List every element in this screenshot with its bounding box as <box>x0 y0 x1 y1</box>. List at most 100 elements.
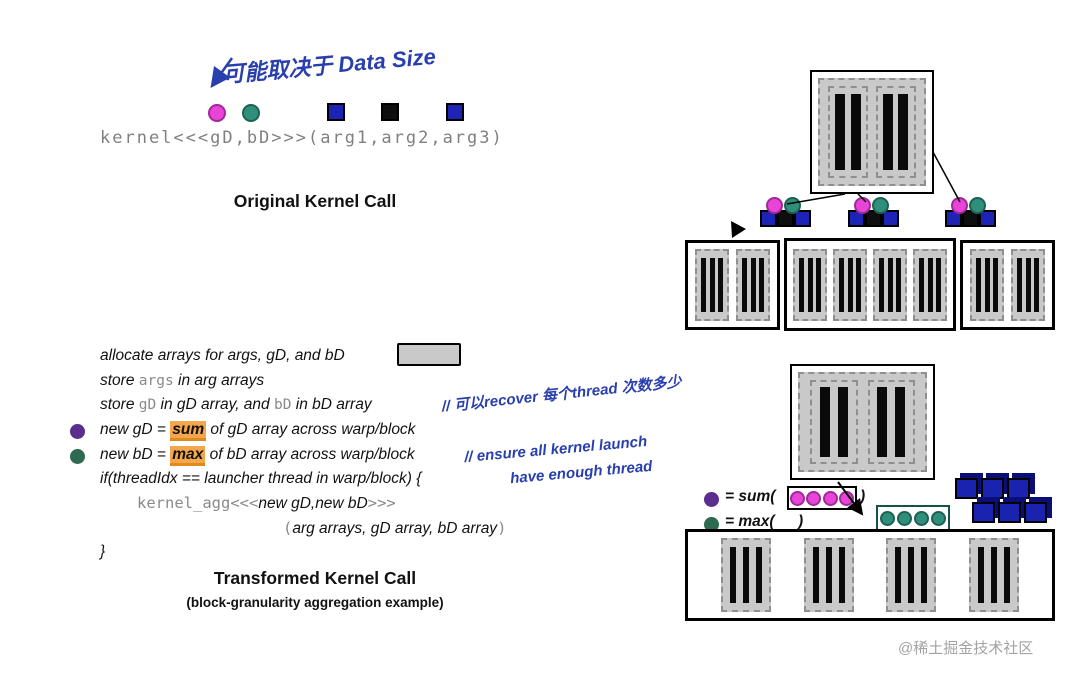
pseudo-line-store-gd-bd: store gD in gD array, and bD in bD array <box>100 396 372 414</box>
transformed-kernel-label: Transformed Kernel Call <box>213 568 417 588</box>
thread-bar <box>700 258 706 312</box>
aggregated-grid-box <box>685 529 1055 621</box>
child-grid-box-right <box>960 240 1055 330</box>
teal-dot <box>897 510 912 526</box>
launch-config-cluster-mid <box>846 197 902 231</box>
bd-square <box>882 210 899 227</box>
transformed-kernel-sublabel: (block-granularity aggregation example) <box>186 595 444 610</box>
bd-square <box>1007 478 1030 499</box>
thread-bar <box>936 257 942 312</box>
thread-bar <box>835 94 846 170</box>
thread-bar <box>750 258 756 312</box>
sum-highlight: sum <box>170 421 207 441</box>
block-unit <box>810 379 858 465</box>
teal-dot <box>931 510 946 526</box>
magenta-dot <box>806 490 822 506</box>
thread-bar <box>895 387 906 457</box>
thread-bar <box>798 257 804 312</box>
pseudo-line-new-bd: new bD = max of bD array across warp/blo… <box>100 446 415 466</box>
pseudo-text: in bD array <box>291 396 372 413</box>
pseudo-line-store-args: store args in arg arrays <box>100 372 264 390</box>
teal-dot <box>914 510 929 526</box>
gd-sum-group <box>787 486 857 510</box>
child-grid-box-left <box>685 240 780 330</box>
launch-config-cluster-right <box>943 197 999 231</box>
thread-bar <box>883 94 894 170</box>
code-token-args: args <box>138 373 174 389</box>
thread-bar <box>709 258 715 312</box>
block-unit <box>876 86 916 178</box>
magenta-dot <box>838 490 854 506</box>
paren-open: ( <box>283 519 293 537</box>
magenta-dot <box>790 490 806 506</box>
thread-bar <box>993 258 999 312</box>
block-unit <box>969 538 1020 612</box>
thread-bar <box>742 547 749 603</box>
code-token-kernel-agg: kernel_agg<<< <box>137 494 259 512</box>
pseudo-line-new-gd: new gD = sum of gD array across warp/blo… <box>100 421 415 441</box>
thread-bar <box>895 547 902 603</box>
max-highlight: max <box>170 446 206 466</box>
child-grid-box-mid <box>784 238 956 331</box>
thread-bar <box>856 257 862 312</box>
bd-square <box>998 502 1021 523</box>
thread-bar <box>927 257 933 312</box>
gd-dot-teal <box>872 197 889 214</box>
pseudo-text: of bD array across warp/block <box>205 446 415 463</box>
pseudo-text: new bD = <box>100 446 171 463</box>
pseudo-text: store <box>100 372 139 389</box>
thread-bar <box>887 257 893 312</box>
bd-square <box>979 210 996 227</box>
block-unit <box>913 248 947 321</box>
bd-square <box>955 478 978 499</box>
block-unit <box>970 249 1004 321</box>
thread-bar <box>975 258 981 312</box>
parent-grid-block-bottom <box>790 364 935 480</box>
thread-bar <box>729 547 736 603</box>
pseudo-text: in arg arrays <box>173 372 265 389</box>
pseudo-text: store <box>100 396 139 413</box>
thread-bar <box>755 547 762 603</box>
block-unit <box>793 248 827 321</box>
thread-bar <box>984 258 990 312</box>
purple-bullet-legend <box>704 492 719 507</box>
max-legend-close: ) <box>798 513 804 530</box>
thread-bar <box>819 387 830 457</box>
parent-grid-block-top <box>810 70 934 194</box>
handwritten-ensure-note-2: have enough thread <box>509 457 654 488</box>
block-unit <box>803 538 854 612</box>
thread-bar <box>1004 547 1011 603</box>
block-unit <box>833 248 867 321</box>
gd-dot-magenta <box>951 197 968 214</box>
thread-bar <box>847 257 853 312</box>
thread-bar <box>921 547 928 603</box>
gd-dot-teal <box>969 197 986 214</box>
connector-right <box>932 151 961 203</box>
handwritten-top-note: 可能取决于 Data Size <box>221 43 437 88</box>
max-legend-label: = max( <box>725 513 775 530</box>
block-unit <box>867 379 915 465</box>
thread-bar <box>741 258 747 312</box>
array-box-icon <box>397 343 461 366</box>
gd-dot-magenta <box>854 197 871 214</box>
pseudo-line-closing-brace: } <box>100 543 105 561</box>
pseudo-line-kernel-agg: kernel_agg<<<new gD,new bD>>> <box>137 494 396 513</box>
code-token-bd: bD <box>273 397 292 413</box>
bd-square-blue-1 <box>327 103 345 121</box>
bd-max-group <box>876 505 950 531</box>
gd-dot-teal <box>784 197 801 214</box>
original-kernel-code: kernel<<<gD,bD>>>(arg1,arg2,arg3) <box>100 128 504 148</box>
thread-bar <box>1034 258 1040 312</box>
code-token-gd: gD <box>138 397 157 413</box>
original-kernel-label: Original Kernel Call <box>233 191 397 211</box>
thread-bar <box>816 257 822 312</box>
thread-bar <box>898 94 909 170</box>
bd-square-stack-top <box>955 478 1030 499</box>
thread-bar <box>807 257 813 312</box>
grid-panel <box>798 372 927 472</box>
thread-bar <box>850 94 861 170</box>
thread-bar <box>812 547 819 603</box>
pseudo-text: new gD = <box>100 421 171 438</box>
grid-panel <box>818 78 926 186</box>
